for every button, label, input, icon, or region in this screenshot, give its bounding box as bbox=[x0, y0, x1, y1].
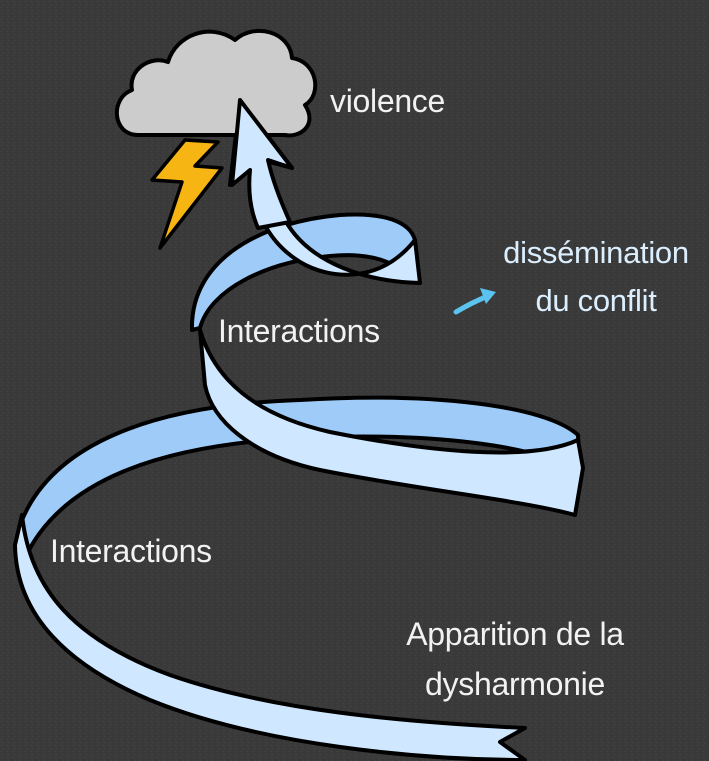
label-apparition-line1: Apparition de la bbox=[406, 616, 624, 652]
ribbon-front-middle bbox=[198, 328, 585, 517]
ribbon-front-tail bbox=[13, 513, 527, 761]
label-interactions-lower: Interactions bbox=[50, 533, 212, 569]
arrow-head bbox=[230, 98, 294, 230]
label-interactions-upper: Interactions bbox=[218, 313, 380, 349]
label-dissemination-line1: dissémination bbox=[503, 235, 689, 270]
small-blue-arrow-icon bbox=[453, 288, 496, 315]
label-dissemination-line2: du conflit bbox=[535, 283, 657, 318]
label-apparition-line2: dysharmonie bbox=[425, 666, 605, 702]
lightning-bolt-icon bbox=[150, 138, 224, 250]
label-violence: violence bbox=[330, 83, 446, 119]
storm-cloud-icon bbox=[115, 29, 318, 138]
